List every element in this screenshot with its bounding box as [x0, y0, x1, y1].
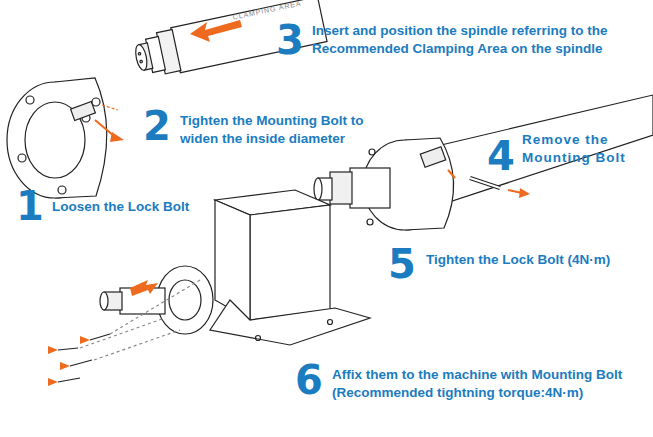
step-instruction: Affix them to the machine with Mounting … — [332, 366, 637, 401]
step-instruction: Remove the Mounting Bolt — [522, 131, 647, 166]
callout-number: 2 — [143, 106, 171, 146]
step-instruction: Tighten the Mounting Bolt to widen the i… — [180, 112, 385, 147]
callout-number: 6 — [295, 360, 323, 400]
callout-number: 1 — [16, 186, 44, 226]
step-instruction: Insert and position the spindle referrin… — [312, 22, 647, 57]
step-instruction: Tighten the Lock Bolt (4N·m) — [426, 251, 646, 269]
callout-number: 4 — [487, 136, 515, 176]
callout-number: 5 — [388, 244, 416, 284]
callout-number: 3 — [276, 20, 304, 60]
step-instruction: Loosen the Lock Bolt — [52, 198, 252, 216]
